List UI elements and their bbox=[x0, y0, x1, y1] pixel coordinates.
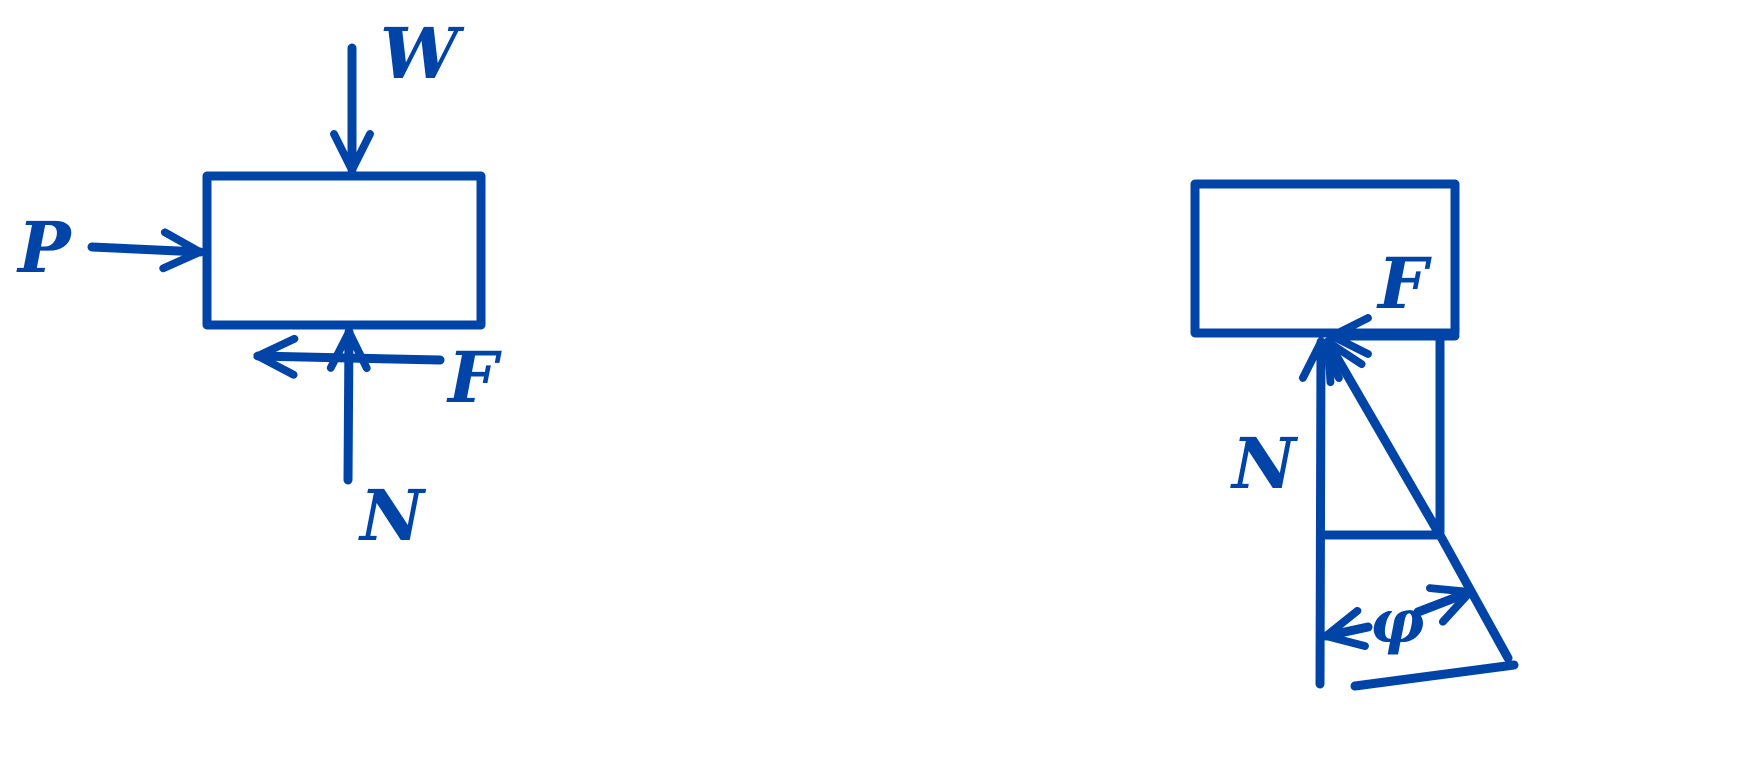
label-n: N bbox=[1230, 422, 1299, 505]
label-p: P bbox=[16, 206, 73, 289]
right-force-resolution-diagram: F N φ bbox=[1190, 179, 1519, 691]
block bbox=[202, 171, 486, 330]
label-phi: φ bbox=[1370, 587, 1424, 657]
label-n: N bbox=[358, 474, 427, 557]
angle-arrow-left bbox=[1326, 627, 1373, 636]
normal-force-arrow bbox=[348, 332, 349, 485]
label-f: F bbox=[446, 336, 502, 419]
push-force-arrow bbox=[87, 247, 200, 252]
resultant-force-arrow bbox=[1323, 342, 1443, 537]
angle-arrow-right bbox=[1413, 592, 1470, 612]
label-w: W bbox=[380, 12, 465, 95]
normal-force-arrow bbox=[1320, 342, 1321, 689]
cone-base-line bbox=[1350, 660, 1519, 691]
label-f: F bbox=[1376, 242, 1432, 325]
block bbox=[1190, 179, 1460, 338]
left-free-body-diagram: W P F N bbox=[16, 12, 502, 557]
